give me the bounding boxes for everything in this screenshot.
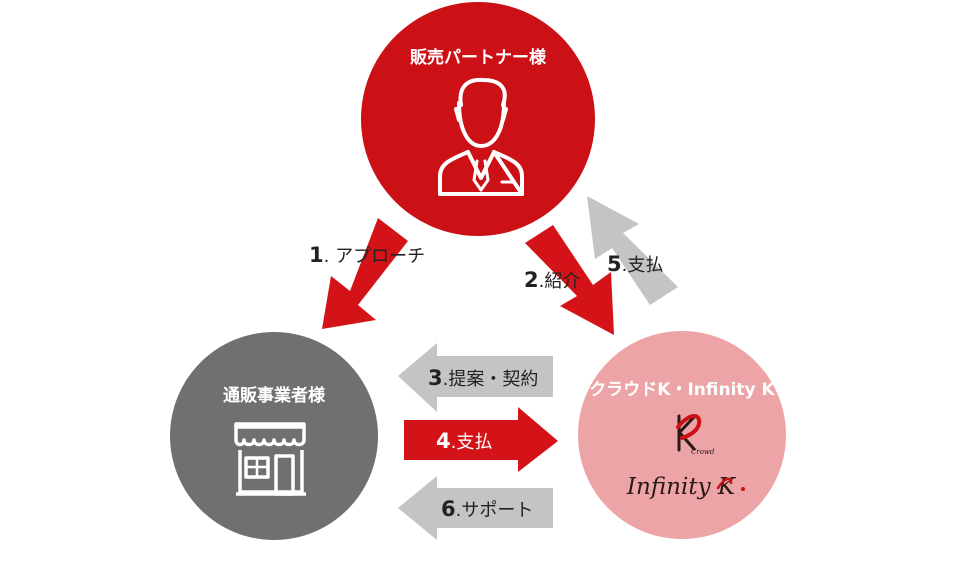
node-sales-partner-circle <box>361 2 595 236</box>
arrow-approach-shape <box>322 218 408 329</box>
arrow-payment-to-crowd-text: .支払 <box>451 432 493 453</box>
arrow-approach: 1. アプローチ <box>309 218 425 329</box>
node-merchant-circle <box>170 332 378 540</box>
arrow-proposal-shape <box>398 343 553 412</box>
arrow-payment-to-crowd-shape <box>404 407 558 472</box>
arrow-payment-to-partner-shape <box>587 196 678 305</box>
arrow-payment-to-crowd-label: 4.支払 <box>436 429 492 453</box>
arrow-proposal-text: .提案・契約 <box>443 369 539 390</box>
arrow-proposal-label: 3.提案・契約 <box>428 366 538 390</box>
arrow-payment-to-partner: 5.支払 <box>587 196 678 305</box>
arrow-approach-text: . アプローチ <box>324 246 425 267</box>
arrow-support-text: .サポート <box>456 500 534 521</box>
crowd-k-logo-small-text: Crowd <box>691 448 715 456</box>
arrow-introduce-text: .紹介 <box>539 271 581 292</box>
arrow-approach-label: 1. アプローチ <box>309 243 425 267</box>
node-merchant-title: 通販事業者様 <box>223 385 326 406</box>
arrow-payment-to-partner-num: 5 <box>607 252 622 276</box>
node-crowd-infinity-k: クラウドK・Infinity K Crowd Infinity K <box>578 331 786 539</box>
node-merchant: 通販事業者様 <box>170 332 378 540</box>
arrow-proposal-num: 3 <box>428 366 443 390</box>
infinity-k-logo-dot <box>741 487 745 491</box>
arrow-payment-to-crowd: 4.支払 <box>404 407 558 472</box>
node-sales-partner-title: 販売パートナー様 <box>410 47 547 68</box>
arrow-approach-num: 1 <box>309 243 324 267</box>
arrow-payment-to-crowd-num: 4 <box>436 429 451 453</box>
arrow-introduce-label: 2.紹介 <box>524 268 580 292</box>
storefront-icon <box>234 422 306 496</box>
crowd-k-logo: Crowd <box>676 414 715 456</box>
arrow-support-num: 6 <box>441 497 456 521</box>
infinity-k-logo-text: Infinity K <box>626 474 737 500</box>
arrow-support-shape <box>398 476 553 540</box>
arrow-proposal: 3.提案・契約 <box>398 343 553 412</box>
infinity-k-logo: Infinity K <box>626 474 745 500</box>
arrow-support-label: 6.サポート <box>441 497 533 521</box>
arrow-support: 6.サポート <box>398 476 553 540</box>
node-sales-partner: 販売パートナー様 <box>361 2 595 236</box>
arrow-payment-to-partner-text: .支払 <box>622 255 664 276</box>
arrow-payment-to-partner-label: 5.支払 <box>607 252 663 276</box>
arrow-introduce-num: 2 <box>524 268 539 292</box>
businessman-icon <box>438 77 524 196</box>
node-crowd-title: クラウドK・Infinity K <box>589 380 775 400</box>
arrow-introduce: 2.紹介 <box>524 225 614 335</box>
arrow-introduce-shape <box>525 225 614 335</box>
